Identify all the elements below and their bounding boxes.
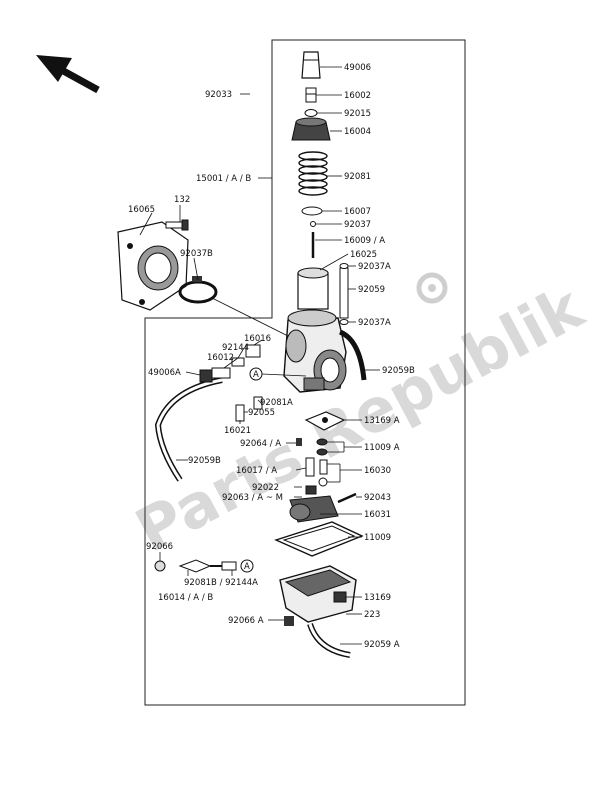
front-direction-arrow-icon (36, 55, 100, 94)
part-air-screw (199, 344, 261, 383)
part-clip (310, 221, 316, 227)
label-16002: 16002 (344, 91, 371, 101)
label-13169a: 13169 A (364, 416, 400, 426)
label-11009: 11009 (364, 533, 391, 543)
label-92064a: 92064 / A (240, 439, 281, 449)
callout-labels: 49006 92033 16002 92015 16004 15001 / A … (128, 63, 415, 650)
part-o-ring-11009a-1 (316, 438, 328, 446)
label-92063: 92063 / A ~ M (222, 493, 283, 503)
label-49006a: 49006A (148, 368, 181, 378)
part-o-ring-11009a-2 (316, 448, 328, 456)
part-hose-92059b-right (338, 329, 367, 381)
label-92037b: 92037B (180, 249, 213, 259)
part-main-jet-group (305, 457, 328, 495)
label-16021: 16021 (224, 426, 251, 436)
part-bolt-132 (165, 219, 189, 231)
label-92059: 92059 (358, 285, 385, 295)
label-92059a: 92059 A (364, 640, 400, 650)
label-92059b-right: 92059B (382, 366, 415, 376)
part-cap-92066 (154, 560, 166, 572)
label-16016: 16016 (244, 334, 271, 344)
label-92081: 92081 (344, 172, 371, 182)
label-92015: 92015 (344, 109, 371, 119)
ref-marker-a-2 (240, 559, 254, 573)
part-carburetor-body (283, 309, 347, 393)
label-92022: 92022 (252, 483, 279, 493)
part-top-cover (291, 117, 331, 141)
label-16030: 16030 (364, 466, 391, 476)
label-16025: 16025 (350, 250, 377, 260)
part-clamp (178, 276, 218, 304)
part-pilot-jet (235, 404, 245, 422)
label-15001: 15001 / A / B (196, 174, 251, 184)
part-starter-plunger (178, 559, 212, 573)
part-spring-92081b (221, 561, 237, 571)
label-92081a: 92081A (260, 398, 293, 408)
label-92037a-top: 92037A (358, 262, 391, 272)
part-retainer (301, 206, 323, 216)
label-92066: 92066 (146, 542, 173, 552)
ref-marker-a-2-label: A (244, 562, 250, 572)
part-drain-screw (284, 616, 294, 626)
label-92043: 92043 (364, 493, 391, 503)
part-throttle-valve (297, 267, 329, 310)
label-92055: 92055 (248, 408, 275, 418)
label-92066a: 92066 A (228, 616, 264, 626)
label-16065: 16065 (128, 205, 155, 215)
gear-watermark-icon (416, 272, 448, 304)
label-16004: 16004 (344, 127, 371, 137)
label-132: 132 (174, 195, 190, 205)
part-spring-92081a (253, 396, 263, 410)
label-16031: 16031 (364, 510, 391, 520)
part-float-bowl (279, 565, 357, 623)
part-hose-92059 (339, 263, 349, 325)
ref-marker-a-1-label: A (253, 370, 259, 380)
label-11009a: 11009 A (364, 443, 400, 453)
watermark-text: Parts Republik (125, 272, 596, 567)
label-92081b: 92081B / 92144A (184, 578, 258, 588)
label-13169: 13169 (364, 593, 391, 603)
label-16014: 16014 / A / B (158, 593, 213, 603)
part-float (289, 495, 339, 523)
label-92059b-left: 92059B (188, 456, 221, 466)
part-pin (337, 492, 357, 504)
label-49006: 49006 (344, 63, 371, 73)
label-16009a: 16009 / A (344, 236, 385, 246)
label-92144: 92144 (222, 343, 249, 353)
label-16007: 16007 (344, 207, 371, 217)
watermark: Parts Republik (125, 272, 596, 567)
part-screw-92064 (296, 438, 302, 446)
part-float-bowl-gasket (274, 521, 364, 557)
part-intake-holder (117, 221, 189, 311)
assembly-frame (144, 39, 466, 706)
leader-lines (139, 66, 380, 645)
label-16017a: 16017 / A (236, 466, 277, 476)
label-92033: 92033 (205, 90, 232, 100)
part-cap (301, 51, 321, 79)
label-92037: 92037 (344, 220, 371, 230)
label-16012: 16012 (207, 353, 234, 363)
label-223: 223 (364, 610, 380, 620)
part-adjuster (305, 87, 317, 103)
part-spring (298, 151, 328, 196)
label-92037a-bottom: 92037A (358, 318, 391, 328)
part-nut (304, 109, 318, 117)
